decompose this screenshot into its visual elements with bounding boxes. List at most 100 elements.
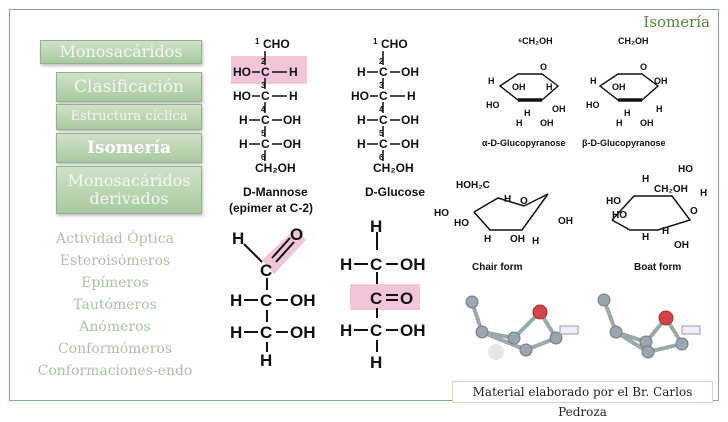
svg-text:H: H bbox=[624, 108, 631, 118]
beta-caption: β-D-Glucopyranose bbox=[582, 138, 666, 148]
svg-text:H: H bbox=[357, 137, 366, 151]
svg-text:C: C bbox=[379, 113, 388, 127]
svg-text:C: C bbox=[379, 137, 388, 151]
svg-text:CH₂OH: CH₂OH bbox=[654, 184, 688, 195]
svg-text:C: C bbox=[261, 89, 270, 103]
svg-text:2: 2 bbox=[379, 57, 384, 66]
svg-text:H: H bbox=[546, 82, 553, 92]
svg-text:C: C bbox=[261, 137, 270, 151]
svg-text:HO: HO bbox=[233, 65, 251, 79]
svg-text:HO: HO bbox=[454, 218, 469, 229]
svg-text:OH: OH bbox=[283, 113, 301, 127]
svg-text:H: H bbox=[532, 236, 539, 247]
subtopic-conformaciones-endo[interactable]: Conformaciones-endo bbox=[37, 363, 193, 379]
svg-text:OH: OH bbox=[510, 234, 525, 245]
svg-text:HO: HO bbox=[612, 210, 627, 221]
svg-text:OH: OH bbox=[283, 137, 301, 151]
svg-text:C: C bbox=[260, 291, 272, 310]
svg-text:CH₂OH: CH₂OH bbox=[618, 36, 649, 46]
svg-text:OH: OH bbox=[558, 216, 573, 227]
svg-text:O: O bbox=[690, 206, 698, 217]
svg-text:H: H bbox=[357, 65, 366, 79]
svg-text:⁶CH₂OH: ⁶CH₂OH bbox=[518, 36, 553, 46]
credit-footer: Material elaborado por el Br. Carlos Ped… bbox=[452, 381, 713, 419]
nav-item-clasificacion[interactable]: Clasificación bbox=[56, 72, 202, 102]
svg-text:H: H bbox=[370, 218, 382, 236]
svg-text:OH: OH bbox=[512, 82, 526, 92]
svg-text:C: C bbox=[370, 255, 382, 274]
svg-text:H: H bbox=[642, 232, 649, 243]
svg-text:H: H bbox=[484, 234, 491, 245]
svg-text:CHO: CHO bbox=[263, 37, 290, 51]
svg-text:C: C bbox=[370, 289, 382, 308]
svg-text:C: C bbox=[261, 65, 270, 79]
svg-text:H: H bbox=[700, 188, 707, 199]
slide-frame bbox=[9, 9, 719, 401]
svg-text:O: O bbox=[400, 289, 413, 308]
svg-text:2: 2 bbox=[261, 57, 266, 66]
chair-caption: Chair form bbox=[472, 262, 523, 273]
svg-text:5: 5 bbox=[379, 129, 384, 138]
svg-text:OH: OH bbox=[552, 104, 566, 114]
nav-item-estructura-ciclica[interactable]: Estructura cíclica bbox=[56, 104, 202, 130]
svg-text:H: H bbox=[488, 76, 495, 86]
svg-text:CH₂OH: CH₂OH bbox=[255, 161, 296, 175]
svg-text:HO: HO bbox=[351, 89, 369, 103]
svg-text:C: C bbox=[370, 321, 382, 340]
svg-text:6: 6 bbox=[261, 153, 266, 162]
svg-text:OH: OH bbox=[540, 118, 554, 128]
svg-text:HOH₂C: HOH₂C bbox=[456, 180, 490, 191]
nav-item-monosacaridos-derivados[interactable]: Monosacáridos derivados bbox=[56, 166, 202, 214]
svg-text:H: H bbox=[370, 353, 382, 372]
svg-text:O: O bbox=[640, 62, 647, 72]
svg-text:O: O bbox=[290, 225, 303, 244]
subtopic-list: Actividad Óptica Esteroisómeros Epímeros… bbox=[30, 228, 200, 382]
svg-text:H: H bbox=[289, 89, 298, 103]
svg-text:3: 3 bbox=[379, 81, 384, 90]
subtopic-actividad-optica[interactable]: Actividad Óptica bbox=[56, 231, 174, 247]
svg-text:HO: HO bbox=[486, 100, 500, 110]
svg-text:O: O bbox=[540, 62, 547, 72]
svg-text:H: H bbox=[504, 194, 511, 205]
svg-text:C: C bbox=[379, 89, 388, 103]
svg-text:HO: HO bbox=[606, 196, 621, 207]
nav-item-isomeria[interactable]: Isomería bbox=[56, 133, 202, 163]
svg-text:H: H bbox=[230, 323, 242, 342]
subtopic-epimeros[interactable]: Epímeros bbox=[81, 275, 149, 291]
svg-text:3: 3 bbox=[261, 81, 266, 90]
subtopic-anomeros[interactable]: Anómeros bbox=[79, 319, 151, 335]
svg-text:OH: OH bbox=[401, 137, 419, 151]
svg-text:H: H bbox=[232, 229, 244, 248]
svg-text:H: H bbox=[239, 137, 248, 151]
ball-stick-models bbox=[465, 293, 701, 360]
svg-text:H: H bbox=[642, 174, 649, 185]
mannose-note: (epimer at C-2) bbox=[229, 201, 313, 215]
svg-text:1: 1 bbox=[255, 37, 260, 46]
svg-text:HO: HO bbox=[434, 208, 449, 219]
nav-section-monosacaridos[interactable]: Monosacáridos bbox=[40, 40, 202, 64]
svg-text:OH: OH bbox=[401, 113, 419, 127]
svg-text:O: O bbox=[520, 196, 528, 207]
alpha-caption: α-D-Glucopyranose bbox=[482, 138, 566, 148]
subtopic-conformomeros[interactable]: Conformómeros bbox=[57, 341, 173, 357]
svg-text:6: 6 bbox=[379, 153, 384, 162]
svg-text:OH: OH bbox=[674, 240, 689, 251]
svg-text:H: H bbox=[239, 113, 248, 127]
subtopic-esteroisomeros[interactable]: Esteroisómeros bbox=[59, 253, 171, 269]
svg-text:C: C bbox=[260, 261, 272, 280]
svg-text:C: C bbox=[379, 65, 388, 79]
svg-text:H: H bbox=[616, 118, 623, 128]
subtopic-tautomeros[interactable]: Tautómeros bbox=[73, 297, 157, 313]
svg-text:OH: OH bbox=[290, 291, 316, 310]
svg-text:OH: OH bbox=[640, 118, 654, 128]
svg-text:OH: OH bbox=[400, 255, 426, 274]
svg-text:H: H bbox=[407, 89, 416, 103]
glucose-caption: D-Glucose bbox=[365, 185, 425, 199]
svg-text:H: H bbox=[590, 76, 597, 86]
svg-text:H: H bbox=[260, 351, 272, 370]
svg-text:H: H bbox=[357, 113, 366, 127]
svg-text:CH₂OH: CH₂OH bbox=[373, 161, 414, 175]
